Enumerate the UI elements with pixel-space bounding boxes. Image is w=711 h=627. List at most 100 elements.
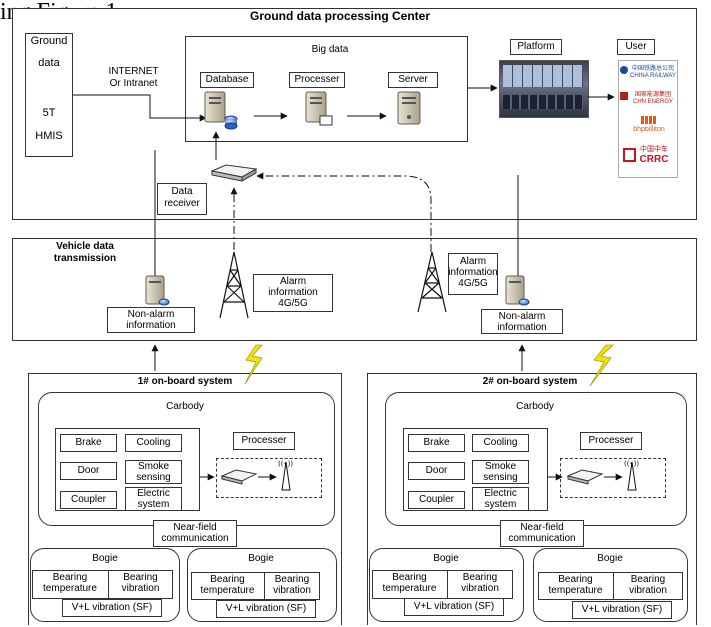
- alarm-right-3: 4G/5G: [458, 278, 488, 289]
- logo-crrc-cn: 中国中车: [640, 146, 668, 153]
- alarm-right-box: [448, 253, 498, 295]
- system1-bogie2-vl-box: [216, 600, 316, 618]
- system2-bogie2-vl-box: [572, 601, 672, 619]
- system2-title: 2# on-board system: [482, 376, 578, 387]
- user-label: User: [625, 41, 647, 52]
- system1-bogie1-temp-1: Bearing: [52, 572, 88, 583]
- system2-panel: [367, 373, 697, 625]
- server-label: Server: [398, 74, 428, 85]
- system1-bogie2: [187, 548, 337, 622]
- system2-bogie2-vib-2: vibration: [629, 585, 667, 596]
- ground-data-line2: data: [38, 57, 60, 69]
- system2-door-box: [408, 462, 465, 480]
- system1-bogie1: [30, 548, 180, 622]
- system2-coupler-box: [408, 491, 465, 509]
- lightning-right-icon: [589, 344, 614, 387]
- system1-electric-box: [125, 487, 182, 511]
- system2-antenna-icon: ((•)): [624, 460, 639, 491]
- system1-bogie2-divider: [264, 572, 265, 600]
- server-label-box: [388, 72, 438, 88]
- system2-bogie1-vib-2: vibration: [461, 583, 499, 594]
- system2-smoke: Smoke sensing: [483, 461, 518, 483]
- system1-bogie2-vib-2: vibration: [273, 585, 311, 596]
- system2-bogie2-title: Bogie: [597, 553, 623, 564]
- system2-bogie2-vib-1: Bearing: [630, 574, 666, 585]
- system1-processer: Processer: [241, 435, 287, 446]
- system1-processer-group: [216, 458, 322, 498]
- alarm-left-3: 4G/5G: [278, 298, 308, 309]
- system1-coupler: Coupler: [70, 494, 107, 505]
- system2-smoke-box: [472, 460, 529, 484]
- system1-bogie2-temp-2: temperature: [200, 585, 255, 596]
- system1-router-icon: [220, 469, 258, 485]
- system2-bogie1-vl-box: [404, 598, 504, 616]
- tower-left-icon: [219, 251, 249, 319]
- control-room-screens: [503, 65, 583, 87]
- chn-energy-icon: [620, 92, 628, 100]
- system2-processer: Processer: [588, 435, 634, 446]
- china-railway-icon: [620, 66, 628, 74]
- internet-label-1: INTERNET: [108, 66, 159, 77]
- control-room-desk: [503, 95, 583, 109]
- processer-label: Processer: [294, 74, 340, 85]
- logo-crrc-en: CRRC: [639, 154, 669, 165]
- system1-bogie1-divider: [108, 570, 109, 599]
- ground-center-title: Ground data processing Center: [249, 9, 431, 23]
- vehicle-title-2: transmission: [53, 253, 117, 264]
- crrc-icon: [623, 148, 636, 162]
- system2-bogie1-divider: [447, 570, 448, 599]
- non-alarm-left-2: information: [126, 320, 176, 331]
- data-receiver-icon: [210, 164, 258, 182]
- ground-data-line3: 5T: [42, 107, 56, 119]
- system1-bogie1-vib-1: Bearing: [123, 572, 158, 583]
- ground-to-database-arrow: [73, 94, 207, 122]
- system1-bogie2-vl: V+L vibration (SF): [225, 603, 307, 614]
- non-alarm-left-1: Non-alarm: [127, 309, 175, 320]
- system1-processer-box: [233, 432, 295, 450]
- system2-near-field-1: Near-field: [520, 522, 564, 533]
- internet-label-2: Or Intranet: [109, 78, 158, 89]
- system2-cooling: Cooling: [483, 437, 518, 448]
- system2-processer-box: [580, 432, 642, 450]
- system1-cooling: Cooling: [136, 437, 171, 448]
- tower-right-icon: [417, 251, 447, 313]
- platform-label: Platform: [517, 41, 555, 52]
- system1-door-box: [60, 462, 117, 480]
- system1-coupler-box: [60, 491, 117, 509]
- system2-cooling-box: [472, 434, 529, 452]
- system1-bogie1-title: Bogie: [92, 553, 118, 564]
- non-alarm-right-1: Non-alarm: [498, 311, 546, 322]
- system1-bogie2-sensors: [191, 572, 320, 600]
- system2-bogie1-title: Bogie: [433, 553, 459, 564]
- system1-panel: [28, 373, 342, 625]
- logo-china-railway-cn: 中国铁路总公司: [631, 66, 674, 72]
- vehicle-right-server-icon: [505, 275, 530, 306]
- data-receiver-box: [157, 183, 207, 215]
- system1-bogie1-vl: V+L vibration (SF): [71, 602, 153, 613]
- system1-carbody-title: Carbody: [166, 401, 204, 412]
- svg-text:((•)): ((•)): [624, 460, 639, 468]
- system2-bogie2-divider: [613, 572, 614, 600]
- system1-near-field-box: [153, 520, 237, 547]
- system1-bogie1-sensors: [32, 570, 173, 599]
- ground-data-box: [25, 33, 73, 157]
- server-icon: [397, 91, 421, 125]
- system2-electric: Electric system: [484, 488, 517, 510]
- system1-door: Door: [77, 465, 100, 476]
- system2-bogie2-sensors: [538, 572, 683, 600]
- svg-text:((•)): ((•)): [278, 460, 293, 468]
- alarm-left-box: [253, 274, 333, 312]
- lightning-left-icon: [244, 344, 263, 385]
- system2-bogie1-temp-2: temperature: [382, 583, 437, 594]
- system2-carbody-title: Carbody: [516, 401, 554, 412]
- system2-electric-box: [472, 487, 529, 511]
- system1-smoke-box: [125, 460, 182, 484]
- logo-bhp: bhpbilliton: [633, 126, 665, 133]
- system2-router-icon: [566, 469, 604, 485]
- alarm-right-2: information: [448, 267, 498, 278]
- processer-label-box: [289, 72, 345, 88]
- system2-brake-box: [408, 434, 465, 452]
- system1-bogie2-title: Bogie: [248, 553, 274, 564]
- system1-near-field-1: Near-field: [173, 522, 217, 533]
